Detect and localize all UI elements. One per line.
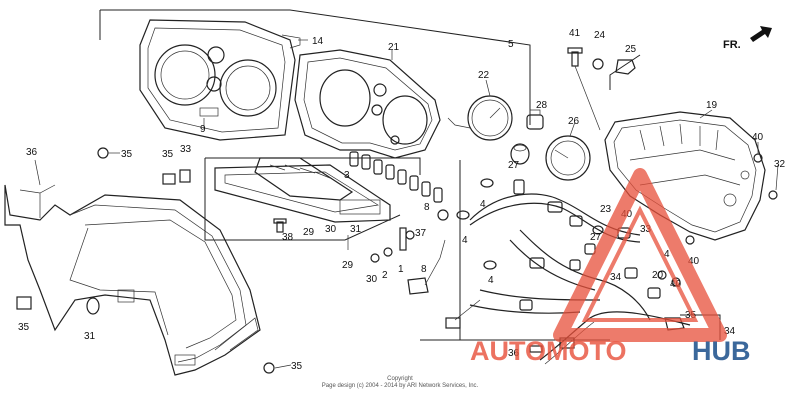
part-number-labels: 14 21 5 9 22 28 26 27 41 24 25 19 40 32 … bbox=[18, 28, 786, 372]
automotohub-logo: AUTOMOTO HUB bbox=[470, 330, 790, 370]
front-direction-arrow: FR. bbox=[723, 26, 772, 51]
label-1: 1 bbox=[398, 264, 404, 275]
part-12-meter-lens-plate bbox=[294, 49, 441, 159]
label-13: 22 bbox=[478, 70, 490, 81]
part-31-grommet bbox=[86, 297, 100, 315]
label-4-c: 4 bbox=[488, 275, 494, 286]
label-3: 3 bbox=[344, 170, 350, 181]
label-15: 24 bbox=[594, 30, 606, 41]
label-28: 35 bbox=[162, 149, 174, 160]
part-17-speedometer-gauge bbox=[545, 135, 591, 181]
label-5: 5 bbox=[508, 39, 514, 50]
part-37-bolt bbox=[529, 345, 543, 353]
parts-4-grommets bbox=[456, 178, 604, 270]
part-10-meter-housing bbox=[604, 111, 766, 241]
parts-40-screws bbox=[657, 153, 778, 287]
parts-41-15-16-screws bbox=[567, 47, 636, 131]
label-34: 34 bbox=[610, 272, 622, 283]
label-29: 36 bbox=[26, 147, 38, 158]
label-8-b: 8 bbox=[421, 264, 427, 275]
label-4-d: 4 bbox=[664, 249, 670, 260]
parts-25-28-clips bbox=[162, 169, 191, 185]
logo-text-primary: AUTOMOTO bbox=[470, 336, 627, 366]
label-4-b: 4 bbox=[462, 235, 468, 246]
label-36: 35 bbox=[18, 322, 30, 333]
label-19: 27 bbox=[590, 232, 602, 243]
direction-label: FR. bbox=[723, 39, 741, 51]
label-40-a: 40 bbox=[752, 132, 764, 143]
label-38: 37 bbox=[415, 228, 427, 239]
label-24: 31 bbox=[350, 224, 362, 235]
label-9: 9 bbox=[200, 124, 206, 135]
label-12: 21 bbox=[388, 42, 400, 53]
part-18-bulb bbox=[510, 143, 530, 165]
label-37: 36 bbox=[508, 348, 520, 359]
label-30: 30 bbox=[366, 274, 378, 285]
label-6: 14 bbox=[312, 36, 324, 47]
label-8-a: 8 bbox=[424, 202, 430, 213]
label-23: 30 bbox=[325, 224, 337, 235]
label-35-a: 35 bbox=[121, 149, 133, 160]
label-14-a: 23 bbox=[600, 204, 612, 215]
label-33: 33 bbox=[640, 224, 652, 235]
label-2: 2 bbox=[382, 270, 388, 281]
parts-1-2-30-38-fasteners bbox=[370, 227, 446, 295]
copyright-line-2: Page design (c) 2004 - 2014 by ARI Netwo… bbox=[321, 383, 479, 389]
label-17: 26 bbox=[568, 116, 580, 127]
label-41: 41 bbox=[569, 28, 581, 39]
label-35-b: 35 bbox=[291, 361, 303, 372]
label-22: 29 bbox=[303, 227, 315, 238]
leader-lines bbox=[34, 39, 779, 369]
part-20-socket bbox=[526, 109, 544, 130]
label-25: 33 bbox=[180, 144, 192, 155]
label-21: 29 bbox=[342, 260, 354, 271]
part-36-clip bbox=[16, 296, 32, 310]
label-11: 20 bbox=[652, 270, 664, 281]
label-20: 28 bbox=[536, 100, 548, 111]
label-31: 31 bbox=[84, 331, 96, 342]
label-18: 27 bbox=[508, 160, 520, 171]
part-13-tachometer-gauge bbox=[447, 95, 513, 141]
label-40-c: 40 bbox=[688, 256, 700, 267]
part-39-screw bbox=[273, 218, 287, 233]
part-29-meter-lower-cover bbox=[4, 184, 261, 376]
label-26: 34 bbox=[724, 326, 736, 337]
label-32: 32 bbox=[774, 159, 786, 170]
part-9-meter-visor bbox=[139, 19, 301, 141]
watermark-triangle bbox=[553, 168, 727, 342]
label-4-a: 4 bbox=[480, 199, 486, 210]
label-39: 38 bbox=[282, 232, 294, 243]
label-10: 19 bbox=[706, 100, 718, 111]
logo-text-secondary: HUB bbox=[692, 336, 751, 366]
label-16: 25 bbox=[625, 44, 637, 55]
copyright-line-1: Copyright bbox=[387, 376, 413, 382]
part-22-23-24-indicator-panel bbox=[214, 157, 391, 223]
arrow-icon bbox=[750, 26, 772, 42]
bulb-socket-cluster bbox=[349, 135, 449, 221]
